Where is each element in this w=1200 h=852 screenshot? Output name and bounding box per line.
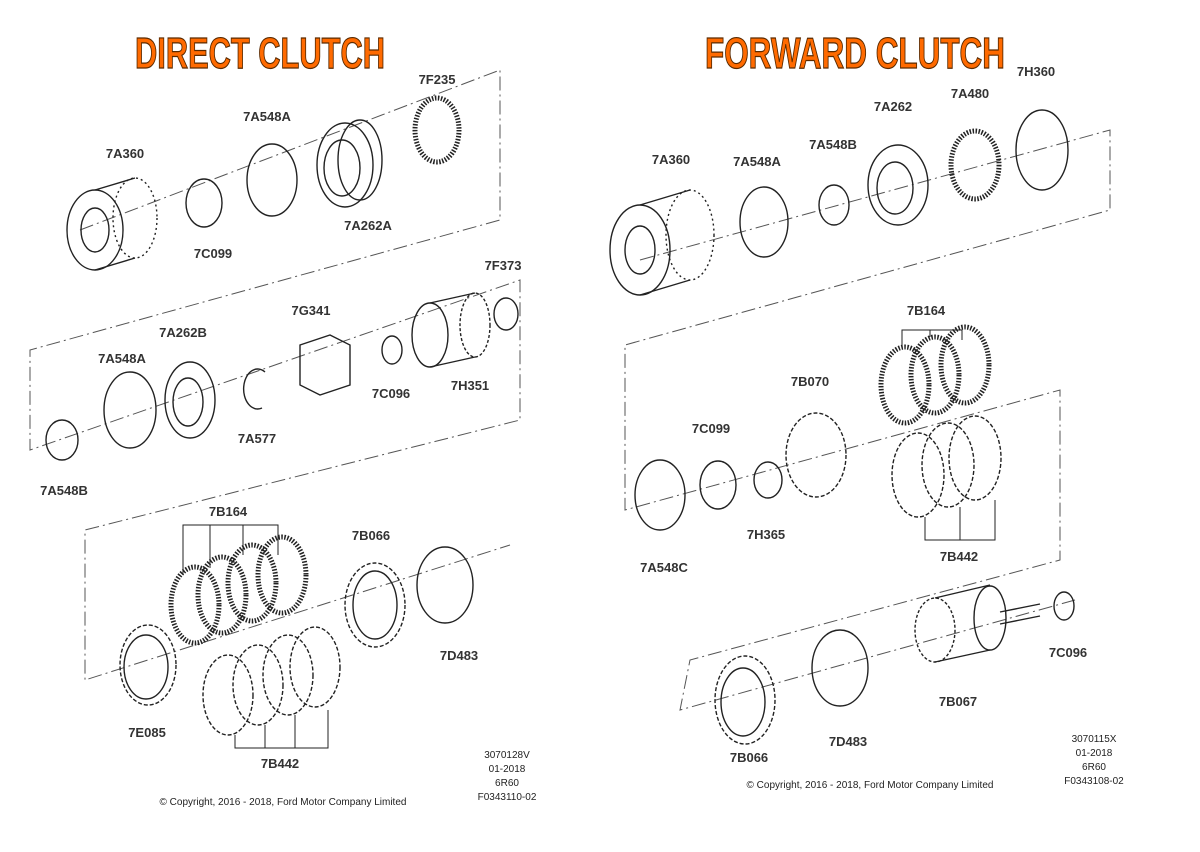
part-7G341-retainer (299, 334, 351, 396)
left-parts (45, 95, 519, 749)
left-part-label-7c099: 7C099 (194, 246, 232, 261)
part-7B067-hub (914, 584, 1041, 663)
part-7C096-ring (381, 335, 403, 365)
left-part-label-7f373: 7F373 (485, 258, 522, 273)
part-7A360-drum (66, 177, 158, 271)
part-7A548A-seal (246, 143, 298, 217)
left-part-label-7b066: 7B066 (352, 528, 390, 543)
7B164-leader (182, 524, 279, 575)
left-meta-code: 3070128V (484, 750, 530, 761)
right-part-label-7b066: 7B066 (730, 750, 768, 765)
right-part-label-7a262: 7A262 (874, 99, 912, 114)
left-meta-figure: F0343110-02 (478, 792, 537, 803)
right-part-label-7b070: 7B070 (791, 374, 829, 389)
left-part-label-7a262b: 7A262B (159, 325, 207, 340)
assembly-centerlines (29, 69, 1111, 711)
part-7A262B-piston (164, 361, 216, 439)
left-part-label-7d483: 7D483 (440, 648, 478, 663)
part-7C099-ring (185, 178, 223, 228)
right-part-label-7a548a: 7A548A (733, 154, 781, 169)
right-part-label-7d483: 7D483 (829, 734, 867, 749)
part-7D483-snap-ring (416, 546, 474, 624)
part-7E085-plate (119, 624, 177, 706)
part-7B070-plate (785, 412, 847, 498)
right-part-label-7h360: 7H360 (1017, 64, 1055, 79)
right-part-label-7a548b: 7A548B (809, 137, 857, 152)
part-7A360-drum-r (609, 189, 715, 296)
part-7C099-ring-r (699, 460, 737, 510)
part-7H360-plate (1015, 109, 1069, 191)
left-meta-model: 6R60 (495, 778, 519, 789)
part-7B066-plate (344, 562, 406, 648)
right-meta-code: 3070115X (1072, 734, 1117, 745)
right-part-label-7a360: 7A360 (652, 152, 690, 167)
part-7A577-snap-ring (242, 368, 266, 410)
part-7H365-ring (753, 461, 783, 499)
left-part-label-7a360: 7A360 (106, 146, 144, 161)
left-part-label-7a548a: 7A548A (98, 351, 146, 366)
left-part-label-7f235: 7F235 (419, 72, 456, 87)
left-part-label-7b442: 7B442 (261, 756, 299, 771)
right-part-label-7a480: 7A480 (951, 86, 989, 101)
part-7A548A-seal-r (739, 186, 789, 258)
right-part-label-7a548c: 7A548C (640, 560, 688, 575)
part-7B066-plate-r (714, 655, 776, 745)
left-part-label-7c096: 7C096 (372, 386, 410, 401)
left-meta-date: 01-2018 (489, 764, 526, 775)
7B164-leader-r (901, 329, 963, 347)
left-part-label-7g341: 7G341 (291, 303, 330, 318)
part-7A548A-seal-2 (103, 371, 157, 449)
part-7H351-hub (411, 292, 491, 368)
right-meta-date: 01-2018 (1076, 748, 1113, 759)
left-part-label-7a262a: 7A262A (344, 218, 392, 233)
part-7D483-snap-ring-r (811, 629, 869, 707)
7B442-leader (234, 710, 329, 749)
left-part-label-7a548a: 7A548A (243, 109, 291, 124)
part-7F235-spring (412, 95, 462, 165)
right-part-label-7h365: 7H365 (747, 527, 785, 542)
right-parts (609, 109, 1075, 745)
part-7B442-plates (202, 626, 341, 736)
left-part-label-7h351: 7H351 (451, 378, 489, 393)
part-7A548B-seal-r (818, 184, 850, 226)
part-7A548C-seal (634, 459, 686, 531)
right-copyright: © Copyright, 2016 - 2018, Ford Motor Com… (747, 780, 994, 791)
part-7A480-spring (948, 128, 1002, 202)
left-part-label-7e085: 7E085 (128, 725, 166, 740)
left-copyright: © Copyright, 2016 - 2018, Ford Motor Com… (160, 797, 407, 808)
part-7A262-piston-r (867, 144, 929, 226)
right-meta-figure: F0343108-02 (1064, 776, 1124, 787)
right-meta: 3070115X 01-2018 6R60 F0343108-02 © Copy… (747, 734, 1125, 791)
part-7B164-plates-r (878, 324, 992, 426)
forward-clutch-title: FORWARD CLUTCH (705, 29, 1005, 78)
7B442-leader-r (924, 500, 996, 541)
part-7B164-plates (168, 534, 309, 646)
part-7A262A-piston (316, 119, 383, 208)
right-part-label-7c096: 7C096 (1049, 645, 1087, 660)
part-7C096-ring-r (1053, 591, 1075, 621)
left-meta: 3070128V 01-2018 6R60 F0343110-02 © Copy… (160, 750, 537, 808)
part-7B442-plates-r (891, 415, 1002, 518)
right-part-label-7b164: 7B164 (907, 303, 946, 318)
direct-clutch-title: DIRECT CLUTCH (135, 29, 385, 78)
right-part-label-7b442: 7B442 (940, 549, 978, 564)
left-part-label-7a577: 7A577 (238, 431, 276, 446)
right-part-label-7b067: 7B067 (939, 694, 977, 709)
part-7F373-ring (493, 297, 519, 331)
left-part-label-7a548b: 7A548B (40, 483, 88, 498)
right-part-label-7c099: 7C099 (692, 421, 730, 436)
part-7A548B-seal (45, 419, 79, 461)
right-meta-model: 6R60 (1082, 762, 1106, 773)
left-part-label-7b164: 7B164 (209, 504, 248, 519)
